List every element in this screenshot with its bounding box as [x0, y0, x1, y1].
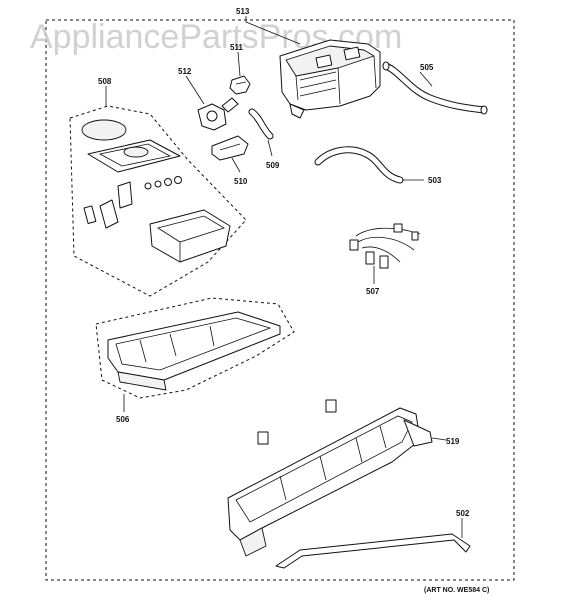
part-502-seal-strip[interactable] [275, 533, 471, 569]
part-507-wire-harness[interactable] [349, 223, 421, 269]
part-505-hose[interactable] [382, 61, 488, 115]
callout-508: 508 [98, 77, 112, 86]
callout-511: 511 [230, 43, 243, 52]
callout-510: 510 [234, 177, 248, 186]
diagram-border [45, 19, 515, 581]
part-519-dispenser-base[interactable] [227, 399, 433, 557]
callout-519: 519 [446, 437, 460, 446]
callout-509: 509 [266, 161, 280, 170]
part-508-dispenser-kit[interactable] [81, 119, 231, 263]
art-number: (ART NO. WE584 C) [424, 587, 489, 594]
part-503-hose[interactable] [314, 146, 404, 184]
part-509-small-hose[interactable] [248, 108, 274, 140]
part-513-dispenser-housing[interactable] [279, 39, 381, 119]
part-512-valve[interactable] [197, 97, 239, 131]
group-508-outline [69, 105, 247, 297]
callout-512: 512 [178, 67, 192, 76]
callout-507: 507 [366, 287, 380, 296]
part-506-drawer-tray[interactable] [107, 311, 281, 391]
group-506-outline [95, 297, 295, 399]
callout-502: 502 [456, 509, 470, 518]
callout-513: 513 [236, 7, 250, 16]
callout-503: 503 [428, 176, 442, 185]
callout-506: 506 [116, 415, 130, 424]
part-511-clip[interactable] [229, 75, 251, 95]
callout-505: 505 [420, 63, 434, 72]
part-510-bracket[interactable] [211, 135, 249, 161]
